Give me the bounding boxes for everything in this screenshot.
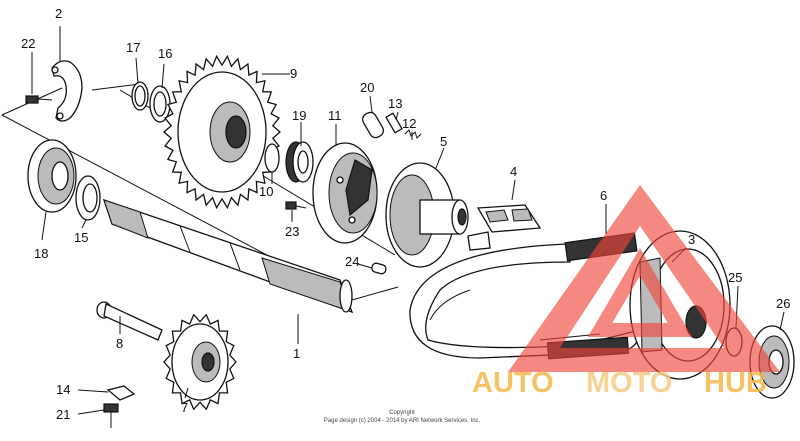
- label-17: 17: [126, 40, 140, 55]
- label-12: 12: [402, 116, 416, 131]
- watermark-text-auto: AUTO: [472, 367, 554, 399]
- label-13: 13: [388, 96, 402, 111]
- part-8-bolt: [96, 301, 163, 341]
- watermark-triangle-icon: [508, 185, 780, 372]
- label-1: 1: [293, 346, 300, 361]
- label-15: 15: [74, 230, 88, 245]
- copyright-line-1: Copyright: [389, 410, 415, 416]
- part-23-bolt: [285, 201, 307, 210]
- part-11-clutch-plate: [312, 142, 378, 244]
- label-22: 22: [21, 36, 35, 51]
- label-11: 11: [328, 108, 342, 123]
- part-4-chain-guide: [467, 204, 542, 251]
- label-23: 23: [285, 224, 299, 239]
- watermark-text-moto: MOTO: [586, 367, 672, 399]
- watermark-text-hub: HUB: [704, 367, 767, 399]
- label-8: 8: [116, 336, 123, 351]
- label-26: 26: [776, 296, 790, 311]
- part-9-large-sprocket: [163, 54, 281, 210]
- watermark-logo: AUTO MOTO HUB: [472, 185, 780, 399]
- label-18: 18: [34, 246, 48, 261]
- label-6: 6: [600, 188, 607, 203]
- label-3: 3: [688, 232, 695, 247]
- label-25: 25: [728, 270, 742, 285]
- label-9: 9: [290, 66, 297, 81]
- label-19: 19: [292, 108, 306, 123]
- label-21: 21: [56, 407, 70, 422]
- label-16: 16: [158, 46, 172, 61]
- label-24: 24: [345, 254, 359, 269]
- part-7-small-sprocket: [163, 313, 237, 411]
- part-21-bolt: [103, 403, 119, 428]
- label-20: 20: [360, 80, 374, 95]
- part-18-bearing: [27, 139, 77, 213]
- part-10-ring: [264, 143, 280, 173]
- copyright-line-2: Page design (c) 2004 - 2014 by ARI Netwo…: [324, 418, 481, 424]
- part-24-pin: [371, 262, 387, 275]
- part-20-pin: [361, 111, 385, 139]
- part-19-needle-bearing: [285, 141, 314, 183]
- label-4: 4: [510, 164, 517, 179]
- watermark-inner-triangle-icon: [587, 248, 693, 337]
- part-number-labels: 2 22 17 16 9 20 13 12 19 11 5 4 6 3 25 2…: [21, 6, 790, 422]
- label-10: 10: [259, 184, 273, 199]
- part-1-shaft: [102, 198, 354, 314]
- part-22-bolt: [25, 95, 53, 104]
- part-5-drum-hub: [385, 162, 469, 268]
- label-2: 2: [55, 6, 62, 21]
- label-7: 7: [181, 400, 188, 415]
- part-14-plate: [106, 385, 136, 401]
- part-2-bracket: [51, 60, 83, 122]
- part-13-spring: [385, 112, 403, 134]
- part-12-spring: [404, 129, 422, 139]
- label-5: 5: [440, 134, 447, 149]
- label-14: 14: [56, 382, 70, 397]
